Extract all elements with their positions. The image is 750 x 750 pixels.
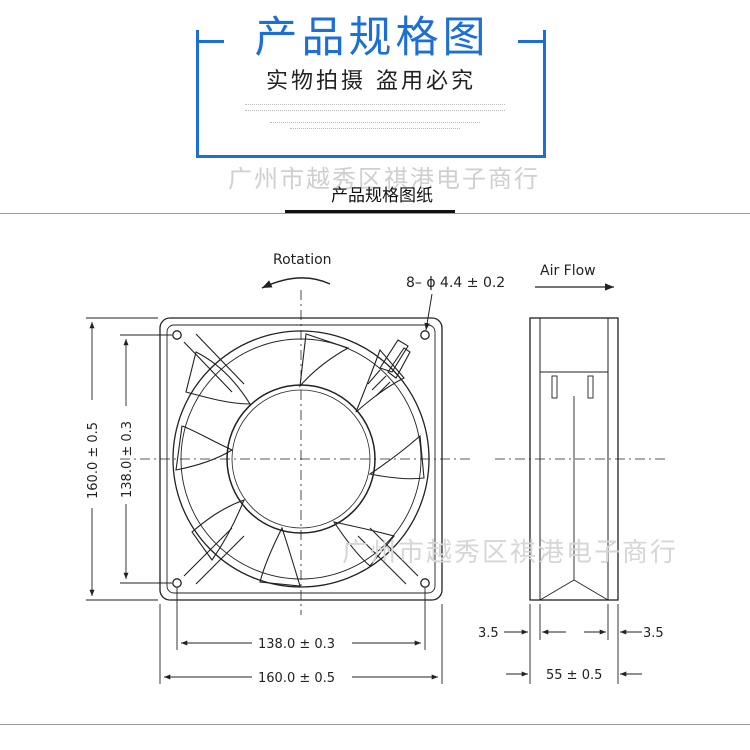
fan-blade <box>191 499 245 561</box>
hole-spec-leader <box>424 293 433 331</box>
flange-left-label: 3.5 <box>478 626 499 641</box>
watermark-text: 广州市越秀区祺港电子商行 <box>228 165 540 193</box>
flange-right-label: 3.5 <box>643 626 664 641</box>
fan-spoke <box>183 333 245 393</box>
title-frame-corner-left <box>196 40 224 43</box>
fan-blade <box>175 425 234 471</box>
terminal-tab <box>387 347 411 379</box>
title-frame-tick-right <box>543 30 546 42</box>
depth-dimension <box>506 640 642 684</box>
header-banner: 产品规格图 实物拍摄 盗用必究 广州市越秀区祺港电子商行 产品规格图纸 <box>0 0 750 215</box>
rotation-label: Rotation <box>273 252 332 268</box>
width-outer-dimension <box>159 604 443 684</box>
fan-spoke <box>183 527 245 585</box>
front-view <box>120 290 470 615</box>
airflow-label: Air Flow <box>540 263 596 279</box>
fan-blade <box>299 333 350 388</box>
centerlines <box>120 290 470 615</box>
mounting-hole <box>420 330 430 340</box>
fine-print-line <box>270 122 480 127</box>
height-outer-label: 160.0 ± 0.5 <box>86 422 101 499</box>
width-inner-label: 138.0 ± 0.3 <box>258 637 335 652</box>
fine-print-line <box>245 110 505 115</box>
watermark-text: 广州市越秀区祺港电子商行 <box>342 538 679 568</box>
page-title: 产品规格图 <box>254 13 490 63</box>
height-outer-dimension <box>86 317 158 601</box>
title-frame-corner-right <box>518 40 546 43</box>
divider-top <box>0 213 750 214</box>
flange-dimension <box>504 604 642 640</box>
fine-print-line <box>245 104 505 109</box>
fine-print-line <box>290 128 460 133</box>
title-frame <box>196 40 546 158</box>
fan-blades <box>175 333 425 587</box>
side-bottom-taper <box>539 579 609 601</box>
side-terminal <box>587 375 594 399</box>
mounting-hole <box>420 578 430 588</box>
fan-spoke <box>357 527 419 585</box>
fan-blade <box>332 521 395 567</box>
section-title: 产品规格图纸 <box>331 186 433 206</box>
section-title-underline <box>285 210 455 213</box>
height-inner-label: 138.0 ± 0.3 <box>120 421 135 498</box>
depth-label: 55 ± 0.5 <box>546 668 602 683</box>
rotation-arrow <box>261 277 331 289</box>
terminal-tab <box>379 339 409 373</box>
fan-blade <box>355 348 405 413</box>
terminal-wire <box>367 369 391 397</box>
side-terminal <box>551 375 558 399</box>
hole-spec-label: 8– ϕ 4.4 ± 0.2 <box>406 275 505 291</box>
mounting-hole <box>172 578 182 588</box>
fan-blade <box>185 351 251 405</box>
width-outer-label: 160.0 ± 0.5 <box>258 671 335 686</box>
height-inner-dimension <box>120 334 172 584</box>
mounting-hole <box>172 330 182 340</box>
title-frame-tick-left <box>196 30 199 42</box>
fan-spokes <box>183 333 419 585</box>
fan-terminals <box>367 339 411 397</box>
fan-blade <box>259 526 301 587</box>
fan-blade <box>368 434 425 480</box>
page-subtitle: 实物拍摄 盗用必究 <box>266 69 476 94</box>
width-inner-dimension <box>176 588 426 650</box>
divider-bottom <box>0 724 750 725</box>
